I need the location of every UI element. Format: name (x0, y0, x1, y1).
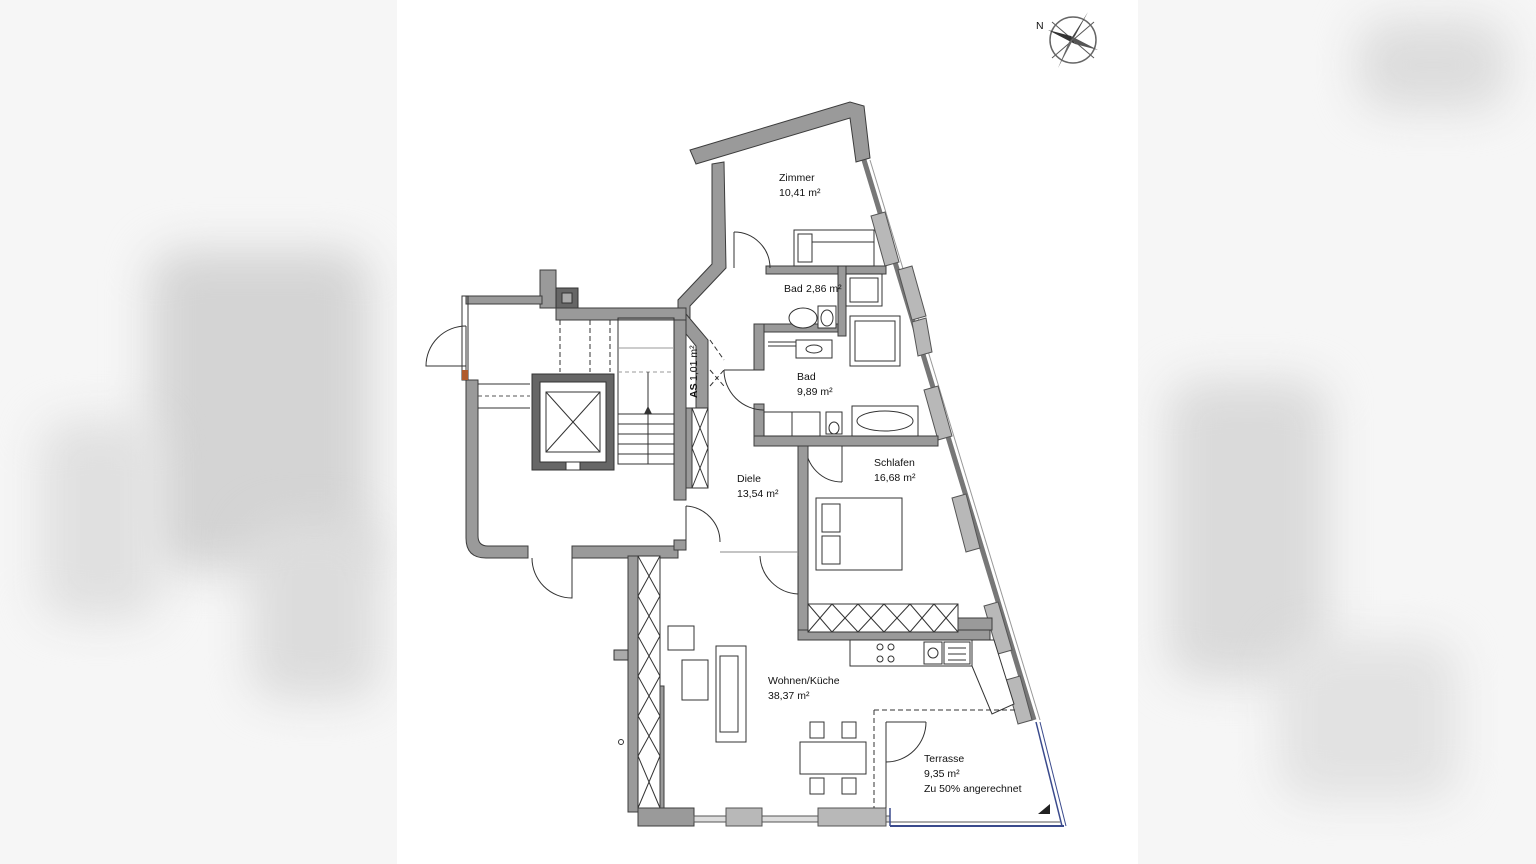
room-label-zimmer: Zimmer (779, 172, 815, 184)
room-area-zimmer: 10,41 m² (779, 187, 821, 199)
room-area-schlafen: 16,68 m² (874, 472, 916, 484)
schlafen-furniture (720, 445, 991, 641)
living-kitchen-furniture (613, 555, 1015, 827)
diele-door (673, 505, 721, 551)
room-label-terrasse: Terrasse (924, 753, 964, 765)
as-closet (685, 312, 725, 489)
blurred-background-left (0, 0, 397, 864)
wall-zimmer-west (677, 161, 727, 319)
floor-plan-area: N (397, 0, 1138, 864)
room-label-schlafen: Schlafen (874, 457, 915, 469)
zimmer-bed (793, 229, 875, 267)
room-label-bad: Bad (797, 371, 816, 383)
room-labels: Zimmer 10,41 m² Bad 2,86 m² Bad 9,89 m² … (688, 172, 1022, 795)
room-area-bad: 9,89 m² (797, 386, 833, 398)
terrace (873, 709, 1064, 827)
room-area-terrasse: 9,35 m² (924, 768, 960, 780)
blurred-background-right (1138, 0, 1536, 864)
room-area-as: 1,01 m² (688, 345, 700, 381)
room-label-bad-small: Bad (784, 283, 803, 295)
room-label-wohnen: Wohnen/Küche (768, 675, 840, 687)
room-area-diele: 13,54 m² (737, 488, 779, 500)
wall-north (689, 101, 871, 165)
room-label-as: AS (688, 383, 700, 398)
floor-plan: N (425, 12, 1098, 827)
bath-fixtures (763, 273, 919, 437)
compass-rose-icon: N (1036, 12, 1098, 68)
compass-north-label: N (1036, 20, 1044, 32)
room-label-diele: Diele (737, 473, 761, 485)
facade-columns (870, 211, 1033, 725)
room-area-wohnen: 38,37 m² (768, 690, 810, 702)
stairwell (425, 269, 687, 813)
room-area-bad-small: 2,86 m² (806, 283, 842, 295)
room-note-terrasse: Zu 50% angerechnet (924, 783, 1022, 795)
